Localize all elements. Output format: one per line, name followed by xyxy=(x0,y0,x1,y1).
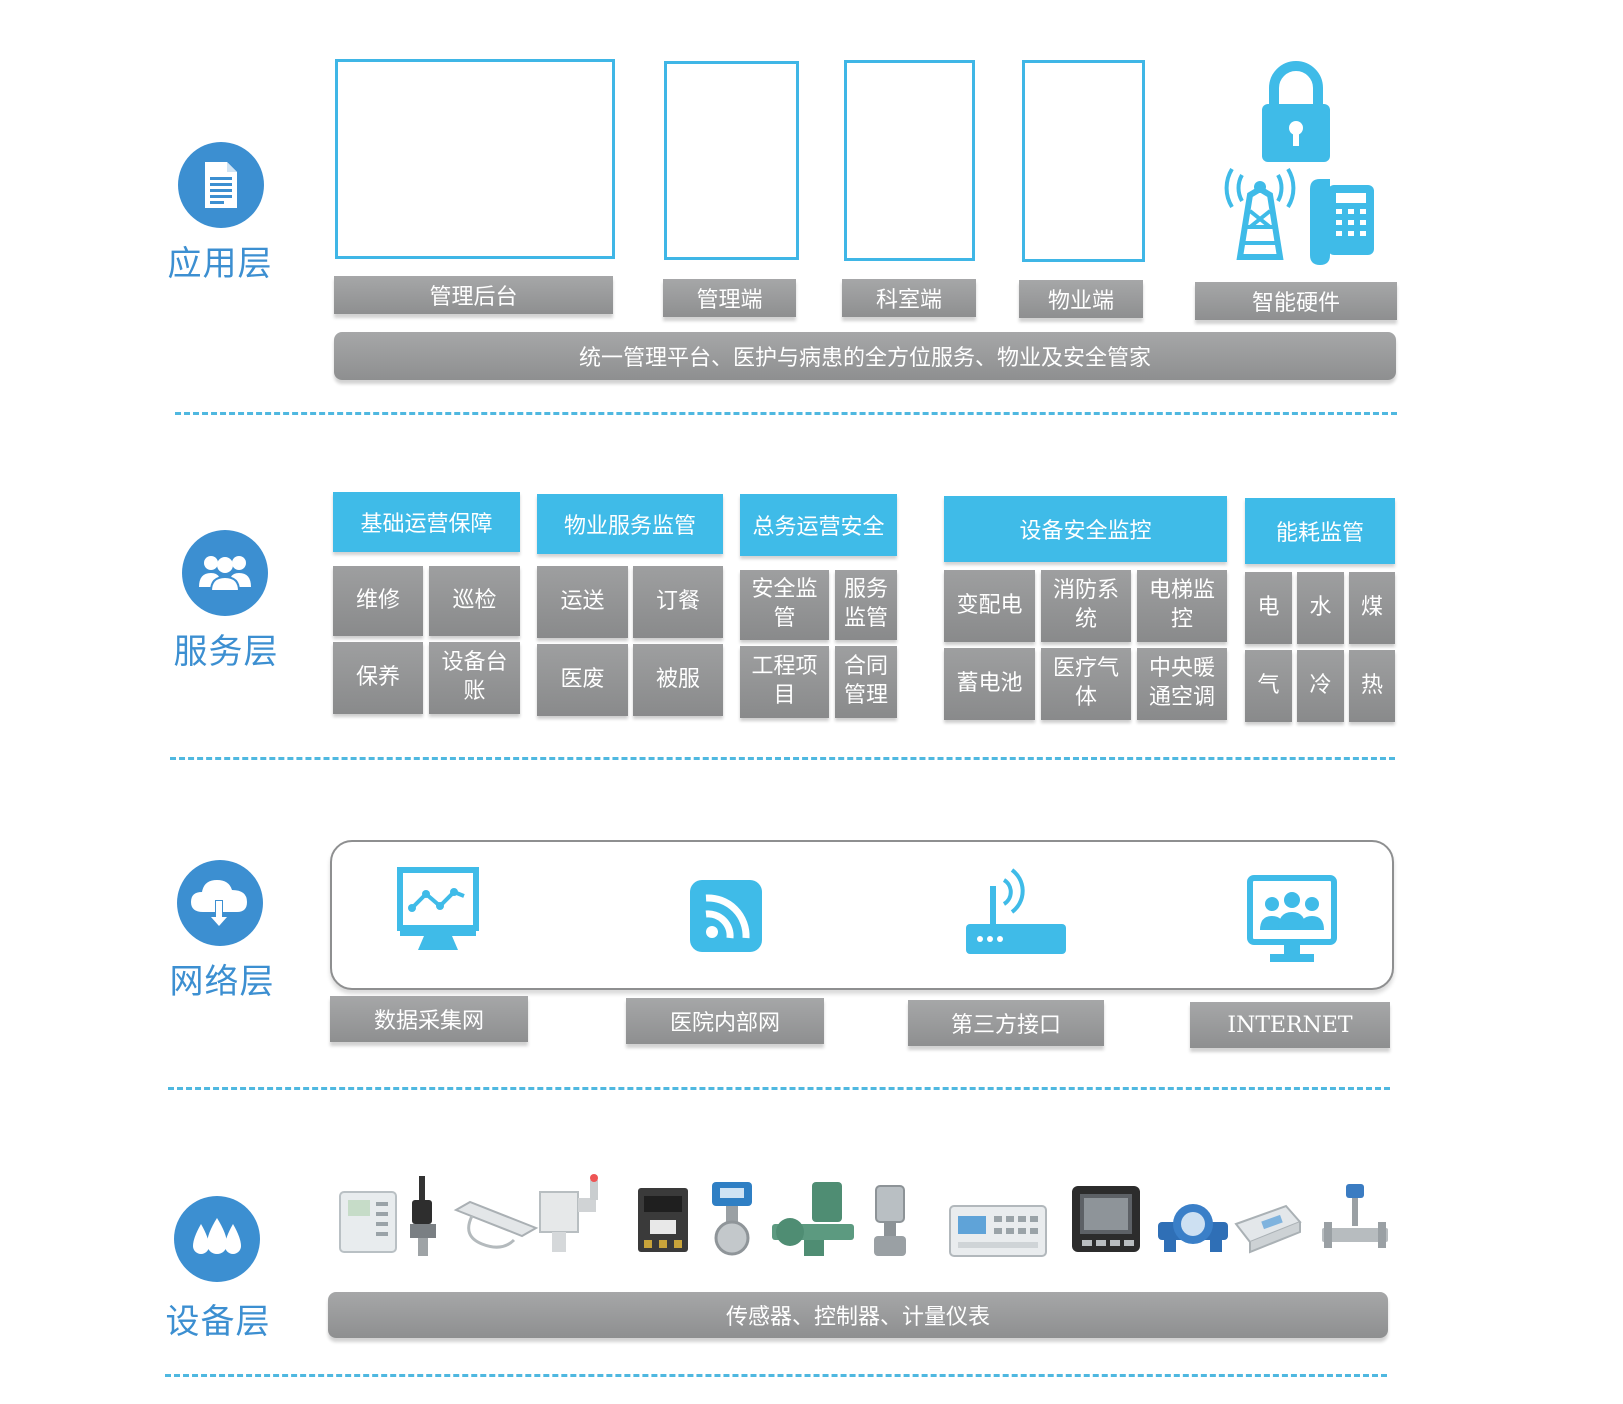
property-client-label: 物业端 xyxy=(1019,280,1143,318)
device-layer-icon xyxy=(174,1196,260,1282)
management-backend-label: 管理后台 xyxy=(334,276,613,314)
cloud-download-icon xyxy=(191,880,247,928)
contactor-icon xyxy=(638,1188,688,1252)
smart-hardware-label: 智能硬件 xyxy=(1195,282,1397,320)
service-cell: 电 xyxy=(1245,572,1292,644)
radio-tower-icon xyxy=(1224,167,1296,260)
device-layer-label: 设备层 xyxy=(165,1302,271,1342)
management-client-frame xyxy=(664,61,799,260)
service-cell: 气 xyxy=(1245,650,1292,722)
third-party-interface-label: 第三方接口 xyxy=(908,1000,1104,1046)
water-meter-icon xyxy=(1158,1204,1228,1252)
monitor-chart-icon xyxy=(397,867,479,950)
service-group-equipment-safety: 设备安全监控 xyxy=(944,496,1227,562)
divider-1 xyxy=(175,412,1397,415)
service-group-general-affairs: 总务运营安全 xyxy=(740,494,897,556)
data-acquisition-network-label: 数据采集网 xyxy=(330,996,528,1042)
pressure-sensor-icon xyxy=(410,1176,436,1256)
gas-detector-icon xyxy=(539,1174,598,1252)
device-bar: 传感器、控制器、计量仪表 xyxy=(328,1292,1388,1338)
service-cell: 被服 xyxy=(633,644,723,716)
router-icon xyxy=(966,868,1066,954)
hospital-intranet-label: 医院内部网 xyxy=(626,998,824,1044)
monitor-people-icon xyxy=(1247,875,1337,962)
service-cell: 水 xyxy=(1297,572,1344,644)
network-layer-label: 网络层 xyxy=(169,962,275,1002)
telephone-icon xyxy=(1310,179,1374,265)
divider-2 xyxy=(170,757,1395,760)
department-client-label: 科室端 xyxy=(842,279,976,317)
service-cell: 维修 xyxy=(333,566,423,636)
management-client-label: 管理端 xyxy=(663,279,796,317)
service-cell: 合同管理 xyxy=(835,646,897,718)
service-cell: 医废 xyxy=(537,644,628,716)
service-cell: 保养 xyxy=(333,642,423,714)
valve-actuator-icon xyxy=(772,1182,854,1256)
service-cell: 运送 xyxy=(537,566,628,638)
controller-icon xyxy=(949,1205,1047,1257)
property-client-frame xyxy=(1022,60,1145,262)
document-icon xyxy=(205,162,237,208)
service-layer-icon xyxy=(182,530,268,616)
service-layer-label: 服务层 xyxy=(173,632,279,672)
service-cell: 医疗气体 xyxy=(1041,648,1131,720)
management-backend-frame xyxy=(335,59,615,259)
service-cell: 中央暖通空调 xyxy=(1137,648,1227,720)
heat-meter-icon xyxy=(1234,1204,1302,1254)
platform-bar: 统一管理平台、医护与病患的全方位服务、物业及安全管家 xyxy=(334,332,1396,380)
service-group-energy: 能耗监管 xyxy=(1245,498,1395,564)
users-icon xyxy=(199,556,251,592)
padlock-icon xyxy=(1262,61,1330,162)
divider-3 xyxy=(168,1087,1390,1090)
internet-label: INTERNET xyxy=(1190,1002,1390,1048)
thermostat-icon xyxy=(339,1191,397,1253)
network-layer-icon xyxy=(177,860,263,946)
application-layer-label: 应用层 xyxy=(167,244,273,284)
wifi-icon xyxy=(690,880,762,952)
service-cell: 安全监管 xyxy=(740,570,829,640)
service-cell: 服务监管 xyxy=(835,570,897,640)
service-cell: 煤 xyxy=(1349,572,1395,644)
service-cell: 消防系统 xyxy=(1041,570,1131,642)
vortex-flowmeter-icon xyxy=(1322,1184,1388,1248)
application-layer-icon xyxy=(178,142,264,228)
power-meter-icon xyxy=(1072,1186,1140,1252)
cable-sensor-icon xyxy=(453,1200,539,1249)
service-cell: 电梯监控 xyxy=(1137,570,1227,642)
service-cell: 变配电 xyxy=(944,570,1035,642)
service-cell: 热 xyxy=(1349,650,1395,722)
department-client-frame xyxy=(844,60,975,261)
divider-4 xyxy=(165,1374,1387,1377)
valve-icon xyxy=(874,1185,906,1256)
service-group-property: 物业服务监管 xyxy=(537,494,723,554)
service-cell: 巡检 xyxy=(429,566,520,636)
network-panel xyxy=(330,840,1394,990)
service-cell: 订餐 xyxy=(633,566,723,638)
flow-meter-icon xyxy=(712,1182,752,1256)
service-cell: 工程项目 xyxy=(740,646,829,718)
service-cell: 设备台账 xyxy=(429,642,520,714)
service-cell: 冷 xyxy=(1297,650,1344,722)
water-drops-icon xyxy=(193,1218,241,1254)
service-group-basic-ops: 基础运营保障 xyxy=(333,492,520,552)
service-cell: 蓄电池 xyxy=(944,648,1035,720)
